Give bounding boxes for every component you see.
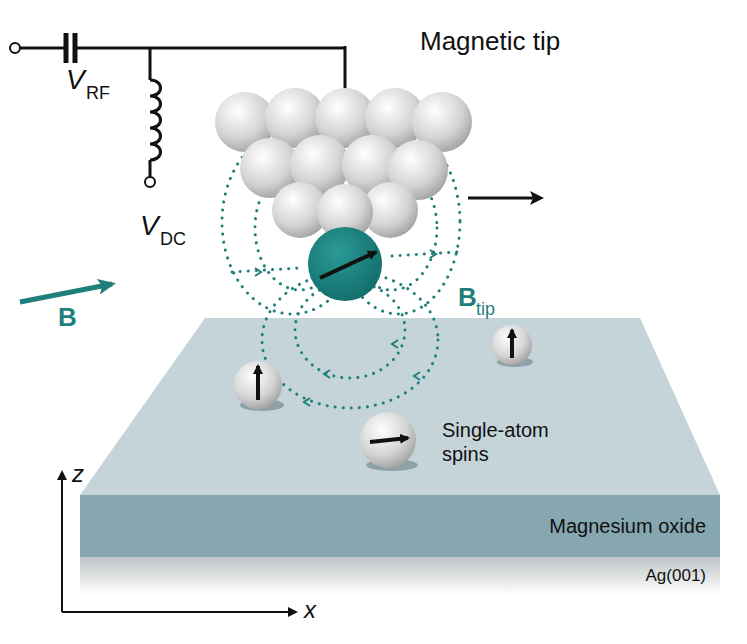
layer-label: Magnesium oxide (549, 515, 706, 538)
field-subscript: tip (476, 300, 495, 318)
field-arrow (20, 284, 112, 302)
voltage-symbol: V (140, 212, 159, 240)
voltage-symbol: V (66, 66, 85, 94)
field-symbol: B (458, 284, 477, 310)
mgo-top-face (80, 318, 720, 495)
field-symbol: B (58, 304, 77, 330)
spin-label: Single-atom spins (442, 418, 562, 466)
axis-label: x (304, 598, 316, 622)
scan-arrow (468, 197, 540, 200)
tip-label: Magnetic tip (420, 28, 560, 54)
voltage-subscript: RF (86, 84, 110, 102)
silver-substrate: Ag(001) (80, 557, 720, 595)
layer-label: Ag(001) (646, 566, 706, 586)
mgo-layer: Magnesium oxide (80, 495, 720, 557)
tip-atoms (215, 88, 472, 301)
tip-field-lines (222, 130, 460, 408)
voltage-subscript: DC (160, 230, 186, 248)
axis-label: z (72, 462, 84, 486)
